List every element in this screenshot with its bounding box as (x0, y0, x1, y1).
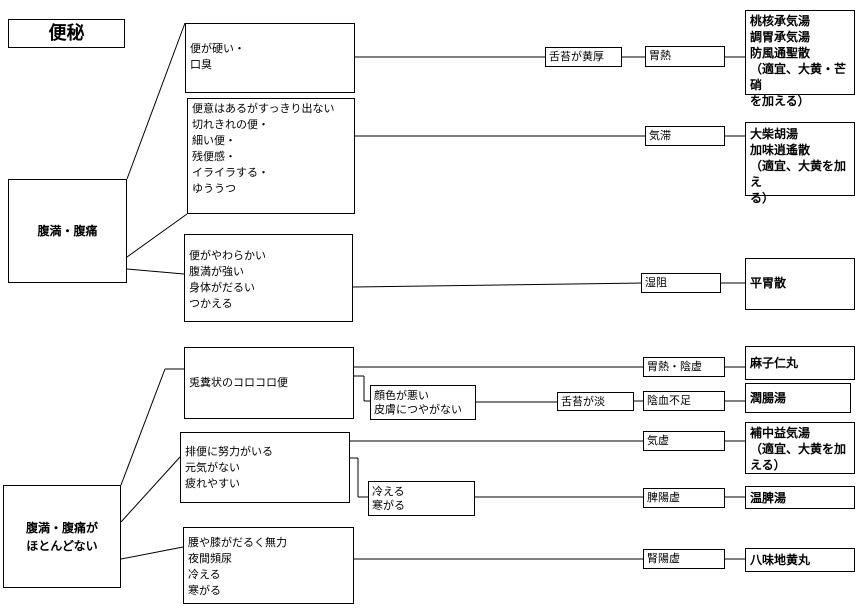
connector-line (352, 282, 642, 288)
symptom-cold: 冷える 寒がる (368, 481, 475, 516)
connector-line (120, 546, 184, 560)
formula-hachimijiogan: 八味地黄丸 (745, 548, 855, 572)
pattern-qi-deficiency: 気虚 (643, 431, 725, 451)
group-no-abdominal-pain: 腹満・腹痛が ほとんどない (3, 485, 121, 588)
symptom-soft-stool: 便がやわらかい 腹満が強い 身体がだるい つかえる (184, 234, 353, 322)
symptom-straining: 排便に努力がいる 元気がない 疲れやすい (180, 432, 350, 503)
tongue-thick-yellow-coating: 舌苔が黄厚 (545, 47, 622, 67)
formula-mashiningan: 麻子仁丸 (745, 346, 855, 380)
connector-line (126, 213, 188, 258)
formula-daisaiko-group: 大柴胡湯 加味逍遙散 （適宜、大黄を加え る） (745, 122, 855, 205)
pattern-qi-stagnation: 気滞 (645, 126, 725, 146)
formula-heiisan: 平胃散 (745, 258, 855, 310)
pattern-kidney-yang-deficiency: 腎陽虚 (643, 549, 725, 569)
symptom-hard-stool: 便が硬い・ 口臭 (185, 23, 355, 93)
symptom-rabbit-dropping-stool: 兎糞状のコロコロ便 (184, 347, 354, 419)
pattern-stomach-heat-yin-deficiency: 胃熱・陰虚 (643, 357, 725, 377)
formula-junchoto: 潤腸湯 (745, 383, 851, 413)
pattern-stomach-heat: 胃熱 (645, 46, 725, 67)
formula-hochuekkito: 補中益気湯 （適宜、大黄を加 える） (745, 422, 855, 474)
tongue-pale-coating: 舌苔が淡 (557, 392, 634, 411)
connector-line (120, 456, 181, 523)
connector-line (126, 268, 185, 275)
pattern-yin-blood-deficiency: 陰血不足 (643, 391, 725, 411)
formula-onpito: 温脾湯 (745, 486, 855, 509)
connector-line (120, 368, 166, 486)
symptom-pale-complexion: 顔色が悪い 皮膚につやがない (370, 385, 476, 420)
group-abdominal-pain: 腹満・腹痛 (8, 179, 127, 283)
pattern-dampness: 湿阻 (641, 273, 721, 293)
symptom-weak-knees: 腰や膝がだるく無力 夜間頻尿 冷える 寒がる (183, 527, 354, 604)
formula-tokaku-group: 桃核承気湯 調胃承気湯 防風通聖散 （適宜、大黄・芒硝 を加える） (745, 10, 855, 108)
pattern-spleen-yang-deficiency: 脾陽虚 (643, 488, 725, 508)
diagram-title: 便秘 (8, 19, 125, 48)
symptom-incomplete-evacuation: 便意はあるがすっきり出ない 切れきれの便・ 細い便・ 残便感・ イライラする・ … (187, 98, 355, 214)
connector-line (126, 22, 186, 180)
